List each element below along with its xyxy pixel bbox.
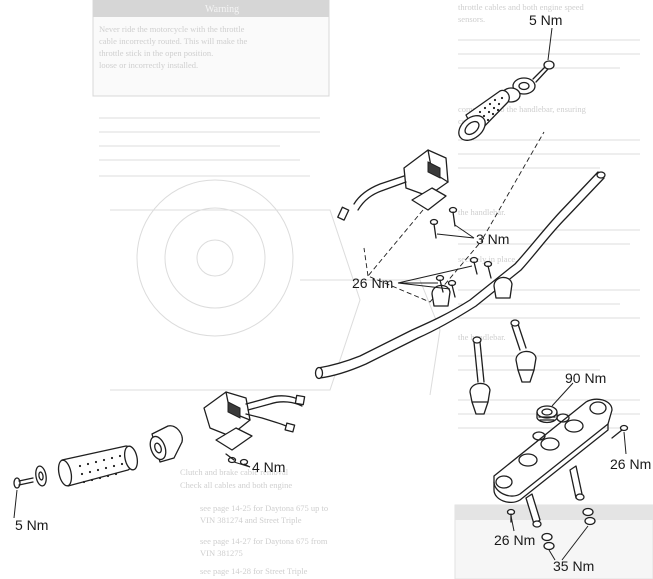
- handlebar-right-end: [596, 171, 606, 179]
- top-yoke: [493, 398, 613, 504]
- handlebar-tube: [317, 171, 605, 379]
- warning-line-2: cable incorrectly routed. This will make…: [99, 36, 248, 46]
- step-1: Clutch and brake cable removal: [180, 467, 289, 477]
- left-bar-end-weight: [35, 465, 47, 487]
- right-col-6: securely in place.: [458, 254, 517, 264]
- stem-nut: [536, 382, 574, 424]
- torque-label-top-screw: 5 Nm: [529, 12, 562, 28]
- right-col-3: component to the handlebar, ensuring: [458, 104, 587, 114]
- background-page: Warning Never ride the motorcycle with t…: [92, 0, 653, 579]
- yoke-pinch-bolt-left: [506, 508, 516, 532]
- step-7: see page 14-28 for Street Triple: [200, 566, 308, 576]
- right-switch-screws: [429, 206, 475, 239]
- clamp-caps-upper: [397, 256, 513, 307]
- left-grip: [57, 445, 139, 487]
- switch-mount-dashed-box: [363, 131, 545, 303]
- handlebar-left-end: [314, 366, 324, 380]
- lower-riser-clamps: [469, 319, 537, 415]
- torque-label-yoke-pinch-right: 26 Nm: [610, 456, 651, 472]
- right-col-2: sensors.: [458, 14, 485, 24]
- torque-labels: 5 Nm 3 Nm 26 Nm 90 Nm 26 Nm 26 Nm 35 Nm …: [15, 12, 651, 574]
- left-screw-bottom: [13, 477, 34, 519]
- torque-label-stem-nut: 90 Nm: [565, 370, 606, 386]
- torque-label-clamp-bolts: 26 Nm: [352, 275, 393, 291]
- right-switch-housing: [337, 149, 449, 221]
- step-5: see page 14-27 for Daytona 675 from: [200, 536, 328, 546]
- warning-line-3: throttle stick in the open position.: [99, 48, 213, 58]
- warning-line-4: loose or incorrectly installed.: [99, 60, 198, 70]
- left-throttle-pulley: [149, 425, 183, 463]
- left-switch-housing: [203, 391, 306, 451]
- step-2: Check all cables and both engine: [180, 480, 292, 490]
- yoke-lower-bolts: [525, 465, 596, 561]
- warning-header-bar: [93, 0, 329, 17]
- right-col-1: throttle cables and both engine speed: [458, 2, 585, 12]
- torque-label-left-switch: 4 Nm: [252, 459, 285, 475]
- clamp-bolts-upper: [435, 256, 493, 298]
- warning-line-1: Never ride the motorcycle with the throt…: [99, 24, 245, 34]
- ghost-lines: [99, 39, 653, 579]
- handlebar: [314, 171, 606, 380]
- right-screw-top: [532, 27, 555, 83]
- torque-label-fork-pinch: 35 Nm: [553, 558, 594, 574]
- torque-label-bottom-screw: 5 Nm: [15, 517, 48, 533]
- step-6: VIN 381275: [200, 548, 243, 558]
- step-3: see page 14-25 for Daytona 675 up to: [200, 503, 328, 513]
- right-grip: [458, 89, 510, 141]
- right-col-5: the handlebar.: [458, 207, 506, 217]
- warning-heading: Warning: [205, 4, 239, 15]
- torque-label-switch-screws: 3 Nm: [476, 231, 509, 247]
- torque-label-yoke-pinch-left: 26 Nm: [494, 532, 535, 548]
- left-switch-screws: [225, 453, 251, 468]
- right-col-7: the handlebar.: [458, 332, 506, 342]
- yoke-pinch-bolt-right: [611, 424, 629, 455]
- step-4: VIN 381274 and Street Triple: [200, 515, 302, 525]
